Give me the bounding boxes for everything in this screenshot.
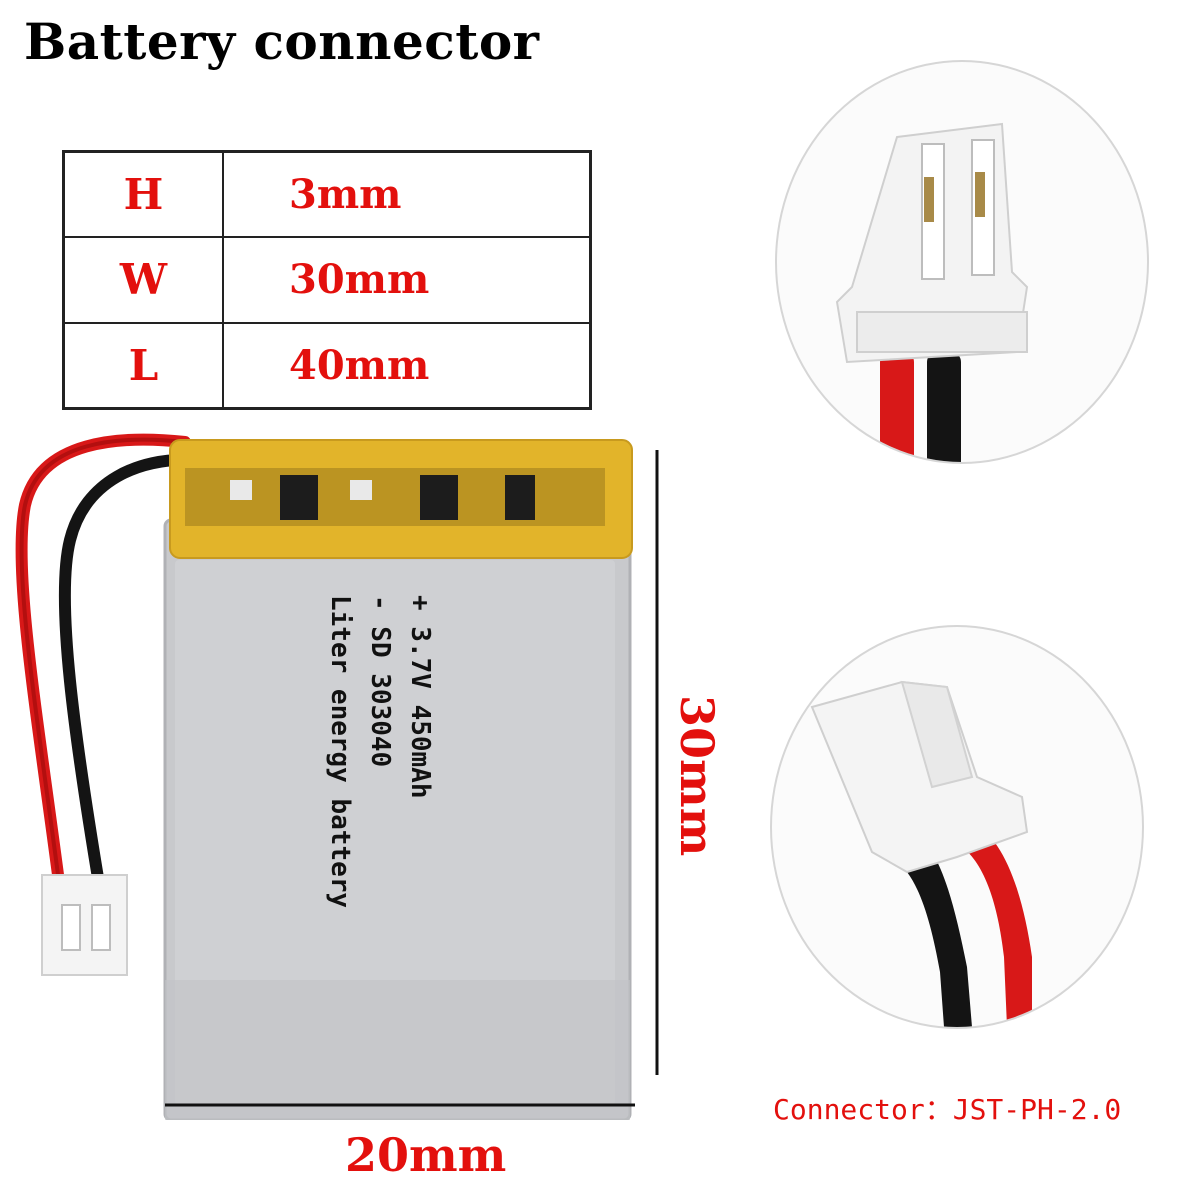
battery-label-line1: Liter energy battery	[325, 595, 355, 909]
dimension-value: 30mm	[222, 236, 592, 324]
connector-top-image	[835, 122, 1029, 462]
red-wire	[880, 352, 914, 462]
page-title: Battery connector	[24, 12, 540, 71]
dimension-key: L	[62, 321, 224, 410]
battery-label-line3: + 3.7V 450mAh	[405, 595, 435, 799]
connector-type-label: Connector：JST-PH-2.0	[773, 1093, 1122, 1126]
table-row: W 30mm	[62, 236, 592, 324]
dimension-key: W	[62, 236, 224, 324]
dimension-key: H	[62, 150, 224, 239]
black-wire	[58, 453, 196, 896]
battery-image	[15, 433, 633, 1120]
connector-closeup-top	[775, 60, 1149, 464]
height-dimension-label: 30mm	[670, 695, 724, 857]
table-row: H 3mm	[62, 150, 592, 239]
dimension-value: 40mm	[222, 321, 592, 410]
connector-closeup-bottom	[770, 625, 1144, 1029]
dimension-value: 3mm	[222, 150, 592, 239]
table-row: L 40mm	[62, 321, 592, 410]
black-wire	[907, 852, 972, 1027]
connector-plug	[41, 874, 128, 976]
battery-label-line2: - SD 303040	[365, 595, 395, 768]
red-wire	[962, 822, 1032, 1027]
black-wire	[927, 352, 961, 462]
width-dimension-label: 20mm	[345, 1128, 507, 1182]
battery-illustration: Liter energy battery - SD 303040 + 3.7V …	[0, 420, 660, 1120]
dimension-table: H 3mm W 30mm L 40mm	[62, 150, 592, 410]
red-wire	[15, 433, 191, 896]
connector-bottom-image	[810, 680, 1032, 1027]
